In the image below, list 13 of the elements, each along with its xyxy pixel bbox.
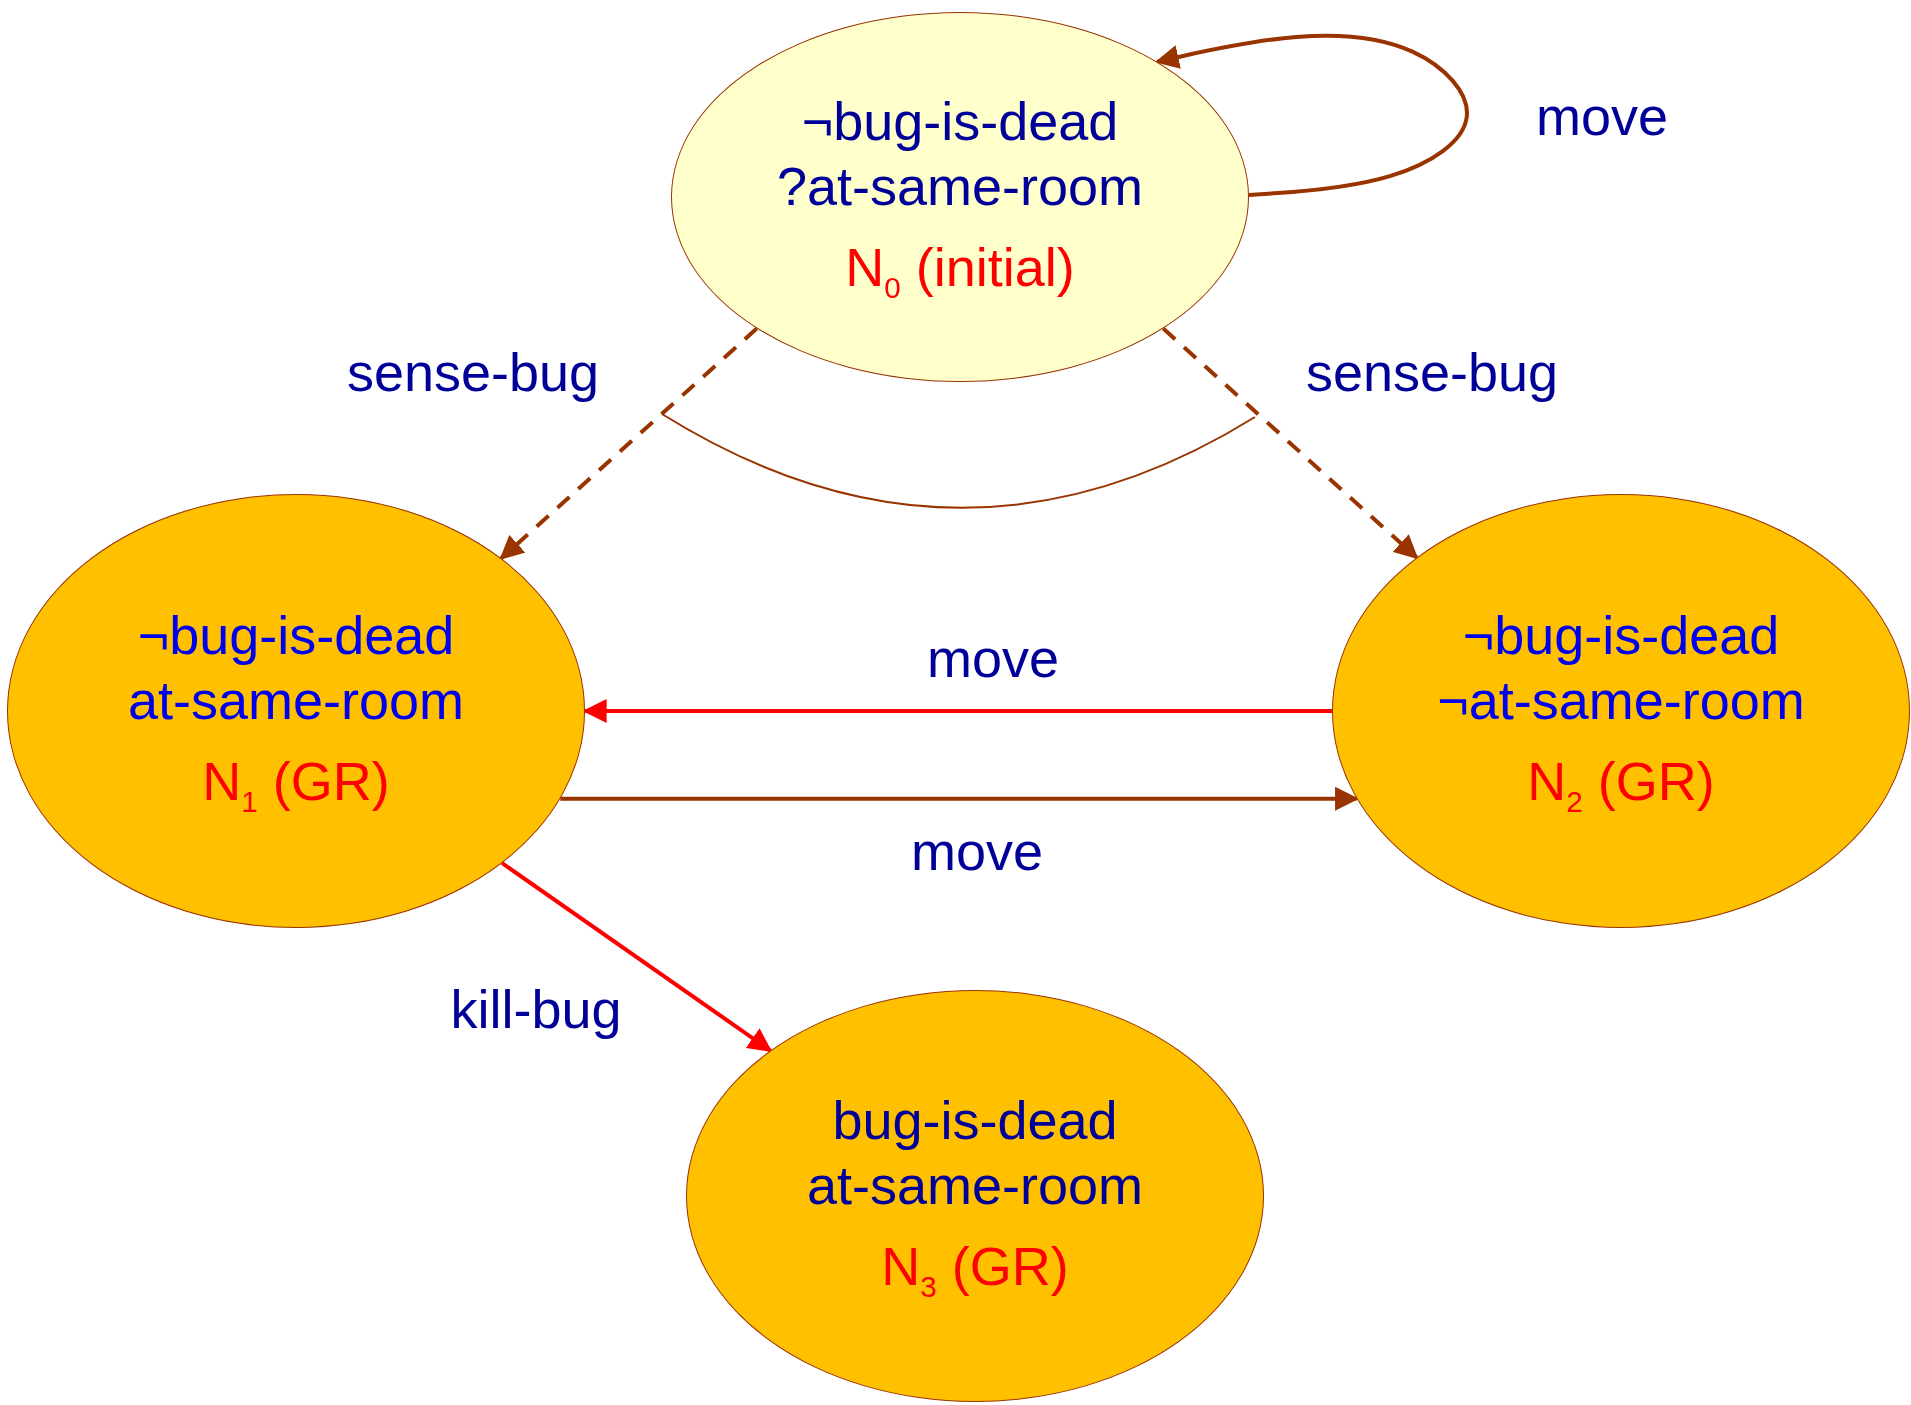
state-conditions: ¬bug-is-dead at-same-room (127, 603, 465, 732)
state-conditions: ¬bug-is-dead ¬at-same-room (1437, 603, 1805, 732)
state-name: N$_{0}$ (initial) (845, 236, 1075, 306)
arrow (1154, 33, 1469, 197)
state-name: N$_{1}$ (GR) (202, 750, 390, 820)
state-conditions: bug-is-dead at-same-room (806, 1088, 1144, 1217)
state-name: N$_{3}$ (GR) (881, 1235, 1069, 1305)
arrow (1161, 327, 1419, 560)
arrow (560, 786, 1360, 811)
state-conditions: ¬bug-is-dead ?at-same-room (776, 89, 1144, 218)
arrow (501, 861, 773, 1053)
state-name: N$_{2}$ (GR) (1527, 750, 1715, 820)
arrow (499, 327, 759, 560)
